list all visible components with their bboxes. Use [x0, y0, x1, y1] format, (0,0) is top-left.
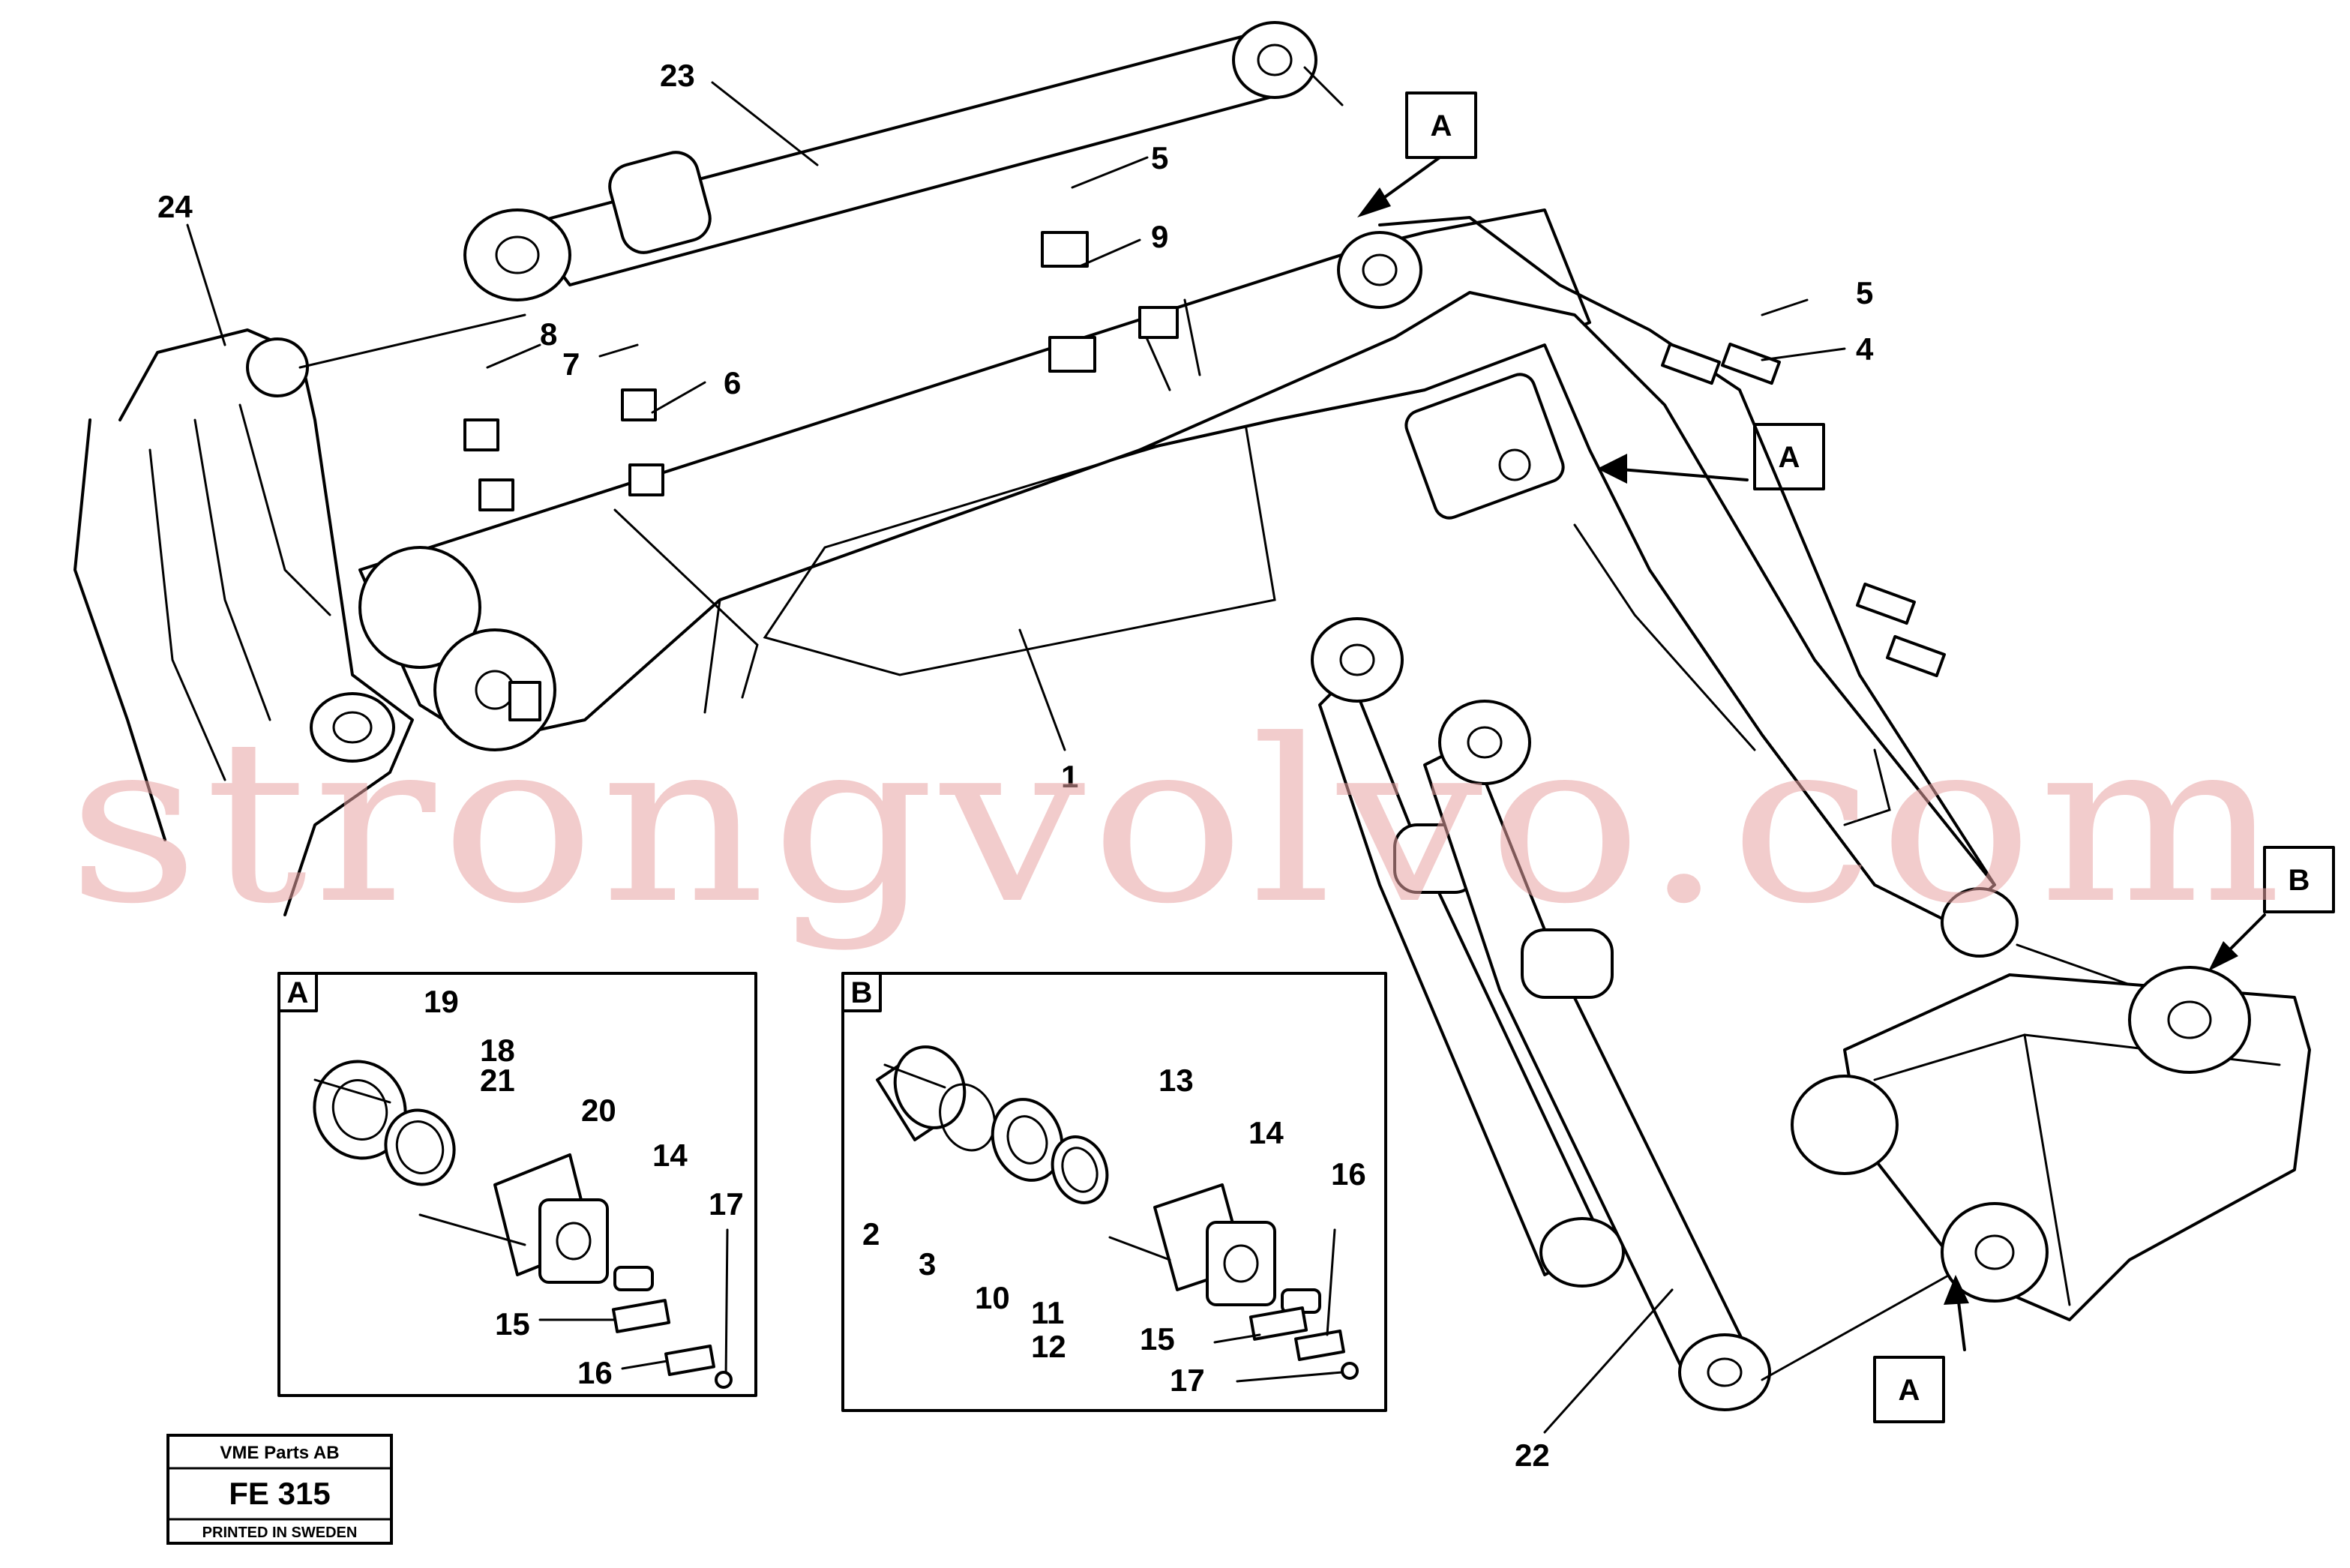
callout-6: 6: [724, 365, 741, 400]
callout-15-b: 15: [1140, 1321, 1175, 1357]
dipper-arm: [358, 208, 1591, 751]
callout-labels: 1 2 3 4 5 5 6 7 8 9 10 11 12 13 14 14 15…: [157, 58, 1874, 1473]
parts-stamp: VME Parts AB FE 315 PRINTED IN SWEDEN: [166, 1434, 393, 1545]
detail-a: [277, 972, 757, 1397]
callout-20: 20: [581, 1093, 616, 1128]
stamp-company: VME Parts AB: [220, 1443, 339, 1463]
callout-12: 12: [1031, 1329, 1066, 1364]
leader-lines: [186, 81, 1846, 1434]
callout-3: 3: [919, 1246, 936, 1282]
stamp-printed: PRINTED IN SWEDEN: [202, 1525, 358, 1541]
callout-7: 7: [562, 346, 580, 382]
callout-17-a: 17: [709, 1186, 744, 1222]
base-frame: [1791, 966, 2311, 1321]
callout-19: 19: [424, 984, 459, 1019]
view-arrows: [1357, 156, 2266, 1351]
callout-8: 8: [540, 316, 557, 352]
arm-cylinder: [463, 21, 1344, 301]
callout-2: 2: [862, 1216, 880, 1252]
boom: [1138, 216, 2146, 991]
callout-18: 18: [480, 1033, 515, 1068]
callout-17-b: 17: [1170, 1363, 1205, 1398]
callout-5-right: 5: [1856, 275, 1873, 310]
callout-10: 10: [975, 1280, 1010, 1315]
detail-b-label: B: [851, 976, 873, 1009]
view-label-b: B: [2289, 864, 2310, 897]
callout-16-b: 16: [1331, 1156, 1366, 1192]
callout-5-top: 5: [1151, 140, 1168, 175]
callout-22: 22: [1515, 1438, 1550, 1473]
callout-14-a: 14: [652, 1138, 688, 1173]
callout-15-a: 15: [495, 1306, 530, 1342]
hose-clamps: [463, 231, 1947, 678]
bucket-left: [73, 313, 526, 916]
view-label-a-top: A: [1431, 109, 1452, 142]
callout-11: 11: [1031, 1295, 1064, 1330]
callout-24: 24: [157, 189, 193, 224]
watermark-text: strongvolvo.com: [67, 691, 2287, 953]
callout-14-b: 14: [1248, 1115, 1284, 1150]
callout-1: 1: [1061, 759, 1078, 794]
detail-a-label: A: [287, 976, 309, 1009]
callout-23: 23: [660, 58, 695, 93]
detail-b: [841, 972, 1387, 1412]
callout-4: 4: [1856, 331, 1874, 367]
stamp-code: FE 315: [229, 1476, 330, 1511]
view-label-a-bottom: A: [1899, 1374, 1920, 1407]
view-label-a-boom: A: [1779, 441, 1800, 474]
callout-9: 9: [1151, 219, 1168, 254]
view-label-boxes: A A A B A B: [287, 91, 2335, 1423]
boom-cylinders: [1311, 617, 1951, 1411]
callout-21: 21: [480, 1063, 515, 1098]
callout-16-a: 16: [577, 1355, 613, 1390]
callout-13: 13: [1159, 1063, 1194, 1098]
